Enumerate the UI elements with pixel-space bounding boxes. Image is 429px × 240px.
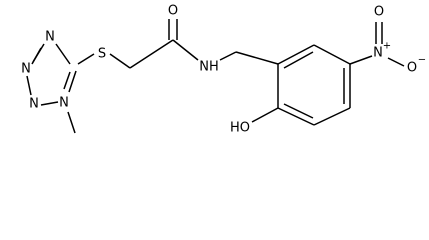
bond-s-ch2 [109, 53, 131, 69]
bond-ring-oh [251, 107, 279, 123]
atom-label-nh: NH [199, 60, 219, 75]
bond-ch2-co [129, 39, 174, 69]
molecular-structure: S O NH HO N N N N N + O O − [21, 4, 426, 136]
atom-labels: S O NH HO N N N N N + O O − [21, 4, 426, 136]
bond-n-c5-lower-double [63, 71, 71, 90]
bond-nh-ch2 [219, 51, 237, 61]
bond-ring-f [277, 44, 315, 65]
bond-n-methyl [67, 111, 76, 134]
bond-n-n-upper-double [31, 47, 42, 65]
atom-label-nitro-o-right: O [407, 61, 417, 76]
bond-n-n-lower [40, 101, 59, 106]
bond-ch2-ring [235, 51, 279, 65]
atom-label-hydroxyl: HO [230, 121, 250, 136]
bond-n-c5-lower [68, 70, 77, 93]
atom-label-nitro-n: N [373, 46, 383, 61]
bond-ring-nitro [349, 55, 373, 65]
charge-label-nitro-plus: + [383, 41, 391, 52]
bond-ring-f-inner [283, 51, 314, 69]
bond-ring-e [313, 44, 351, 65]
bond-c5-n [55, 43, 71, 65]
bond-ring-b [277, 107, 315, 126]
bond-n-n-left [26, 75, 32, 96]
bonds [26, 19, 405, 134]
atom-label-tetrazole-n-left: N [21, 62, 31, 77]
bond-co-nh [172, 39, 199, 61]
charge-label-nitro-minus: − [418, 55, 426, 66]
bond-nitro-o-right [387, 57, 405, 67]
bond-c5-s [77, 53, 95, 65]
bond-ring-b-inner [283, 103, 314, 119]
atom-label-s: S [98, 47, 106, 62]
atom-label-tetrazole-n-top: N [45, 30, 55, 45]
atom-label-tetrazole-n-bottom: N [29, 97, 39, 112]
atom-label-nitro-o-top: O [374, 5, 384, 20]
bond-ring-c [313, 107, 351, 126]
atom-label-o-carbonyl: O [168, 4, 178, 19]
atom-label-tetrazole-n-methyl: N [59, 96, 69, 111]
